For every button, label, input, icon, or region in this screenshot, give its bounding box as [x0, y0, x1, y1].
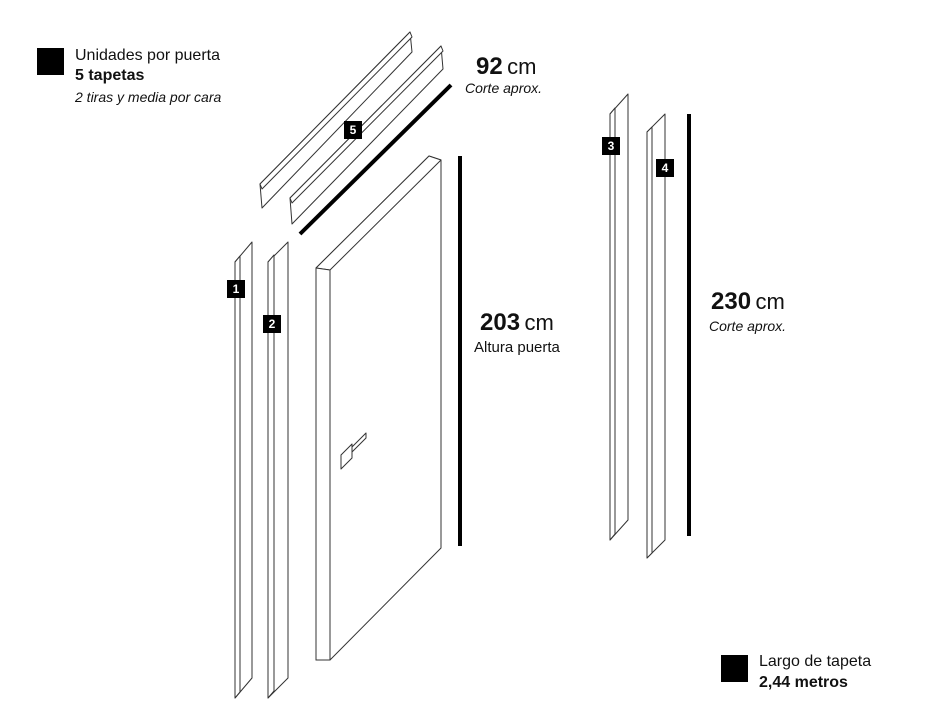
dimension-unit-203: cm [524, 310, 554, 335]
dimension-value-230: 230 [711, 288, 752, 315]
piece-badge-1: 1 [227, 280, 245, 298]
dimension-label-203: 203 cm [480, 309, 554, 337]
trim-strip-5a [259, 31, 413, 209]
piece-badge-4: 4 [656, 159, 674, 177]
dimension-unit-230: cm [755, 289, 785, 314]
dimension-note-203: Altura puerta [474, 339, 560, 356]
legend-square-bottom [721, 655, 748, 682]
dimension-label-230: 230 cm [711, 288, 785, 316]
door-leaf [315, 155, 442, 661]
legend-length-value: 2,44 metros [759, 674, 848, 691]
legend-square-top [37, 48, 64, 75]
legend-length-label: Largo de tapeta [759, 653, 872, 670]
piece-badge-5: 5 [344, 121, 362, 139]
dimension-label-92: 92 cm [476, 53, 536, 81]
door-handle [340, 432, 367, 470]
trim-strip-3 [609, 93, 629, 541]
trim-strip-1 [234, 241, 253, 699]
trim-strip-4 [646, 113, 666, 559]
legend-units-note: 2 tiras y media por cara [75, 89, 222, 105]
dimension-note-92: Corte aprox. [465, 80, 543, 96]
legend-units-label: Unidades por puerta [75, 47, 220, 64]
dimension-unit-92: cm [507, 54, 537, 79]
dimension-line-92 [298, 83, 453, 236]
legend-units-value: 5 tapetas [75, 67, 145, 84]
piece-badge-2: 2 [263, 315, 281, 333]
piece-badge-3: 3 [602, 137, 620, 155]
dimension-value-203: 203 [480, 309, 521, 336]
dimension-note-230: Corte aprox. [709, 318, 787, 334]
trim-strip-2 [267, 241, 289, 699]
trim-strip-5b [289, 45, 444, 225]
dimension-value-92: 92 [476, 53, 503, 80]
